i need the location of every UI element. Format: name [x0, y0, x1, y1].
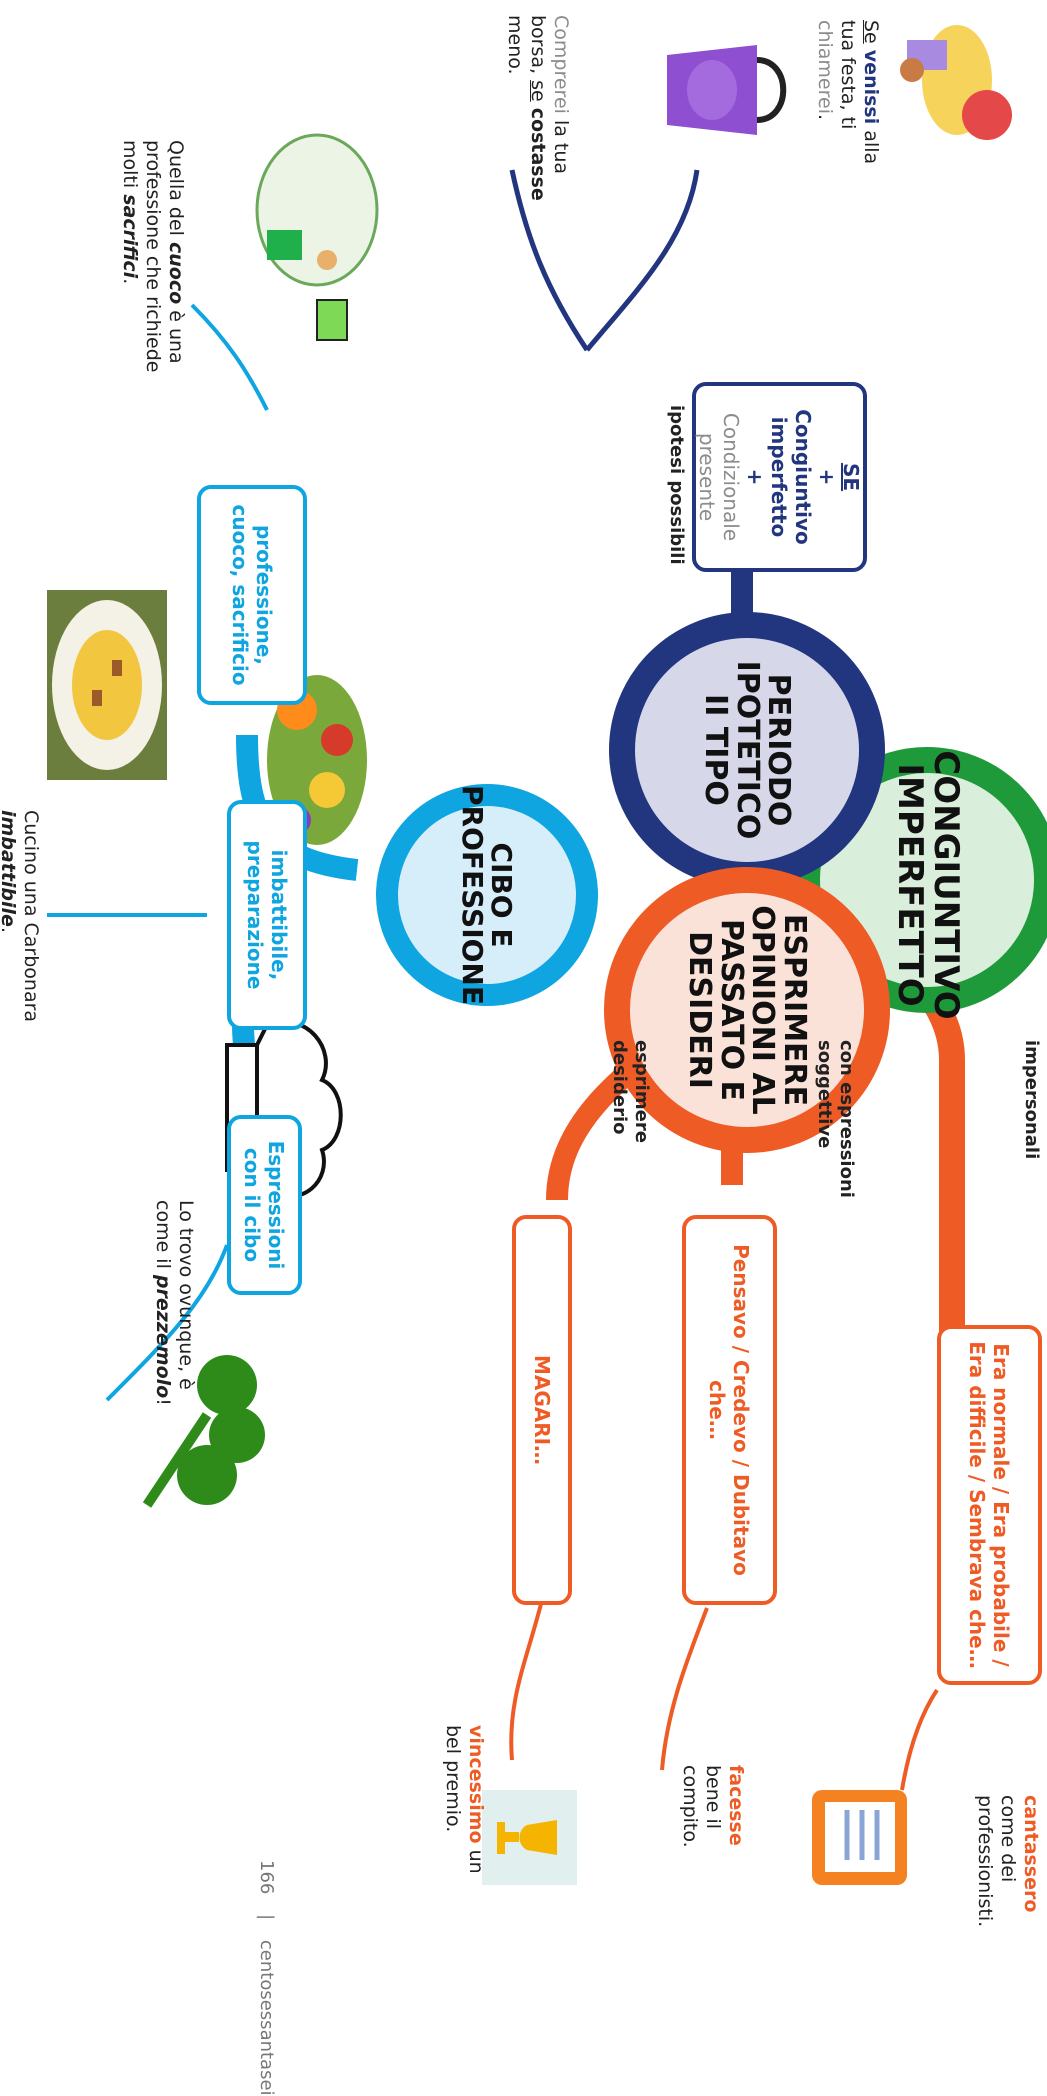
box-espressioni: Espressioni con il cibo [227, 1115, 302, 1295]
footer: 166 | centosessantasei [256, 1860, 277, 2096]
trophy-image [482, 1790, 577, 1885]
carbonara-a: Cucino una Carbonara [20, 810, 42, 1023]
example-festa: Se venissi alla tua festa, ti chiamerei. [814, 20, 882, 200]
box-soggettive: Pensavo / Credevo / Dubitavo che… [682, 1215, 777, 1605]
clipboard-image [812, 1790, 907, 1885]
example-cantassero: cantassero come dei professionisti. [974, 1795, 1042, 1928]
carbonara-photo [47, 590, 167, 780]
footer-page-number: 166 [256, 1860, 277, 1895]
box-imbattibile: imbattibile, preparazione [227, 800, 307, 1030]
professione-example-line [190, 303, 269, 411]
vincessimo-word: vincessimo [465, 1725, 487, 1844]
ipotesi-se: SE [839, 462, 864, 492]
example-facesse: facesse bene il compito. [679, 1765, 747, 1895]
cuoco-end: . [119, 278, 142, 285]
cook-image [255, 133, 379, 341]
circle-label-congiuntivo: CONGIUNTIVO IMPERFETTO [890, 750, 966, 1020]
circle-cibo [376, 784, 598, 1006]
festa-se: Se [860, 20, 882, 44]
box-professione: professione, cuoco, sacrificio [197, 485, 307, 705]
ipotesi-congiuntivo: Congiuntivo imperfetto [767, 409, 816, 545]
desiderio-example-line [509, 1599, 544, 1761]
cuoco-word: cuoco [165, 242, 187, 305]
facesse-word: facesse [725, 1765, 747, 1846]
borsa-se: se [527, 80, 550, 102]
mind-map-page: CONGIUNTIVO IMPERFETTO PERIODO IPOTETICO… [0, 15, 1047, 2096]
example-carbonara: Cucino una Carbonara imbattibile. [0, 810, 42, 1070]
ipotesi-box: SE + Congiuntivo imperfetto + Condiziona… [692, 382, 867, 572]
facesse-rest: bene il compito. [679, 1765, 725, 1848]
box-desiderio: MAGARI… [512, 1215, 572, 1605]
cuoco-a: Quella del [165, 140, 187, 236]
soggettive-example-line [660, 1607, 709, 1771]
borsa-comprerei: Comprerei [550, 15, 572, 114]
festa-chiamerei: chiamerei [814, 20, 837, 114]
label-impersonali: impersonali [1021, 1040, 1042, 1160]
box-impersonali: Era normale / Era probabile / Era diffic… [937, 1325, 1042, 1685]
ipotesi-label: ipotesi possibili [666, 405, 687, 565]
handbag-image [667, 45, 787, 135]
example-prezzemolo: Lo trovo ovunque, è come il prezzemolo! [151, 1200, 197, 1430]
ipotesi-plus-1: + [815, 468, 840, 486]
parsley-image [142, 1355, 265, 1508]
prezzemolo-end: ! [152, 1398, 175, 1406]
cantassero-rest: come dei professionisti. [974, 1795, 1020, 1928]
impersonali-example-line [900, 1688, 939, 1791]
footer-title: centosessantasei [256, 1939, 277, 2096]
example-borsa: Comprerei la tua borsa, se costasse meno… [504, 15, 572, 225]
carbonara-imbattibile: imbattibile [0, 810, 20, 927]
circle-label-periodo: PERIODO IPOTETICO II TIPO [698, 660, 797, 840]
ipotesi-condizionale: Condizionale presente [695, 412, 744, 542]
ipotesi-plus-2: + [743, 468, 768, 486]
label-soggettive: con espressioni soggettive [814, 1040, 857, 1198]
circle-esprimere [604, 867, 890, 1153]
label-desiderio: esprimere desiderio [609, 1040, 652, 1143]
example-cuoco: Quella del cuoco è una professione che r… [119, 140, 187, 400]
borsa-costasse: costasse [527, 107, 550, 201]
borsa-end: meno. [504, 15, 527, 75]
party-image [900, 25, 1012, 140]
ipotesi-example-line-top [585, 169, 700, 352]
espressioni-example-line [105, 1244, 229, 1402]
example-vincessimo: vincessimo un bel premio. [441, 1725, 487, 1885]
carbonara-end: . [0, 927, 19, 933]
festa-end: . [814, 113, 837, 121]
circle-label-esprimere: ESPRIMERE OPINIONI AL PASSATO E DESIDERI [682, 905, 813, 1115]
ipotesi-example-line-bottom [509, 169, 590, 352]
circle-label-cibo: CIBO E PROFESSIONE [456, 785, 519, 1005]
footer-separator: | [256, 1914, 277, 1921]
cuoco-sacrifici: sacrifici [119, 194, 142, 279]
prezzemolo-word: prezzemolo [152, 1274, 175, 1399]
cantassero-word: cantassero [1020, 1795, 1042, 1913]
festa-venissi: venissi [860, 49, 882, 125]
